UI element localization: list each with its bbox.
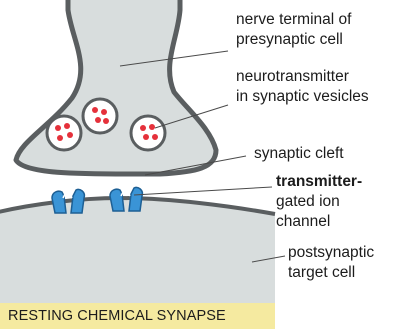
label-line: gated ion bbox=[276, 192, 362, 212]
label-postsynaptic: postsynaptic target cell bbox=[288, 243, 374, 283]
synaptic-vesicle bbox=[131, 116, 165, 150]
label-line: neurotransmitter bbox=[236, 67, 369, 87]
figure-caption: RESTING CHEMICAL SYNAPSE bbox=[0, 303, 275, 329]
label-line: presynaptic cell bbox=[236, 30, 351, 50]
label-line: channel bbox=[276, 212, 362, 232]
label-neurotransmitter: neurotransmitter in synaptic vesicles bbox=[236, 67, 369, 107]
leader-line bbox=[134, 187, 272, 195]
label-line: nerve terminal of bbox=[236, 10, 351, 30]
label-line: transmitter- bbox=[276, 172, 362, 192]
label-line: in synaptic vesicles bbox=[236, 87, 369, 107]
label-ion-channel: transmitter- gated ion channel bbox=[276, 172, 362, 232]
label-line: synaptic cleft bbox=[254, 144, 344, 164]
label-line: postsynaptic bbox=[288, 243, 374, 263]
postsynaptic-cell bbox=[0, 198, 275, 305]
label-synaptic-cleft: synaptic cleft bbox=[254, 144, 344, 164]
synaptic-vesicle bbox=[47, 116, 81, 150]
synaptic-vesicle bbox=[83, 99, 117, 133]
label-line: target cell bbox=[288, 263, 374, 283]
presynaptic-terminal bbox=[16, 0, 216, 174]
label-nerve-terminal: nerve terminal of presynaptic cell bbox=[236, 10, 351, 50]
